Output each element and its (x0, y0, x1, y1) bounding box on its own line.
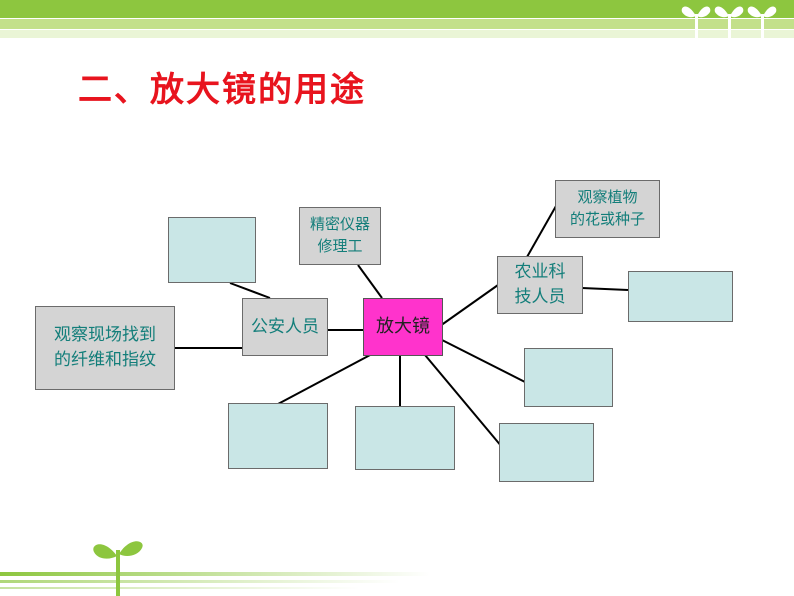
node-agri: 农业科 技人员 (497, 256, 583, 314)
sprout-icon (93, 541, 143, 596)
link-agri-task (526, 205, 557, 258)
blank-box-top-left (168, 217, 256, 283)
blank-box-right (628, 271, 733, 322)
blank-box-bottom-center (355, 406, 455, 470)
link-center-repair (357, 264, 383, 299)
blank-box-mid-right (524, 348, 613, 407)
blank-box-bottom-left (228, 403, 328, 469)
link-center-blank-lowright (424, 354, 503, 448)
header-band-pale (0, 30, 794, 38)
bottom-sprout-decoration (0, 541, 430, 596)
node-repair: 精密仪器 修理工 (299, 207, 381, 265)
header-band-light (0, 19, 794, 29)
link-center-agri (439, 284, 499, 327)
link-agri-blank (581, 287, 629, 291)
link-police-blank (229, 282, 271, 299)
sprout-icons (681, 6, 777, 46)
node-police-task: 观察现场找到 的纤维和指纹 (35, 306, 175, 390)
center-node-magnifier: 放大镜 (363, 298, 443, 356)
page-title: 二、放大镜的用途 (78, 70, 366, 110)
node-agri-task: 观察植物 的花或种子 (555, 180, 660, 238)
node-police: 公安人员 (242, 298, 328, 356)
link-center-blank-right (441, 339, 526, 383)
sprout-icon (747, 6, 777, 46)
link-center-blank-lowleft (277, 353, 373, 405)
blank-box-low-right (499, 423, 594, 482)
sprout-icon (714, 6, 744, 46)
header-band-green (0, 0, 794, 18)
sprout-icon (681, 6, 711, 46)
